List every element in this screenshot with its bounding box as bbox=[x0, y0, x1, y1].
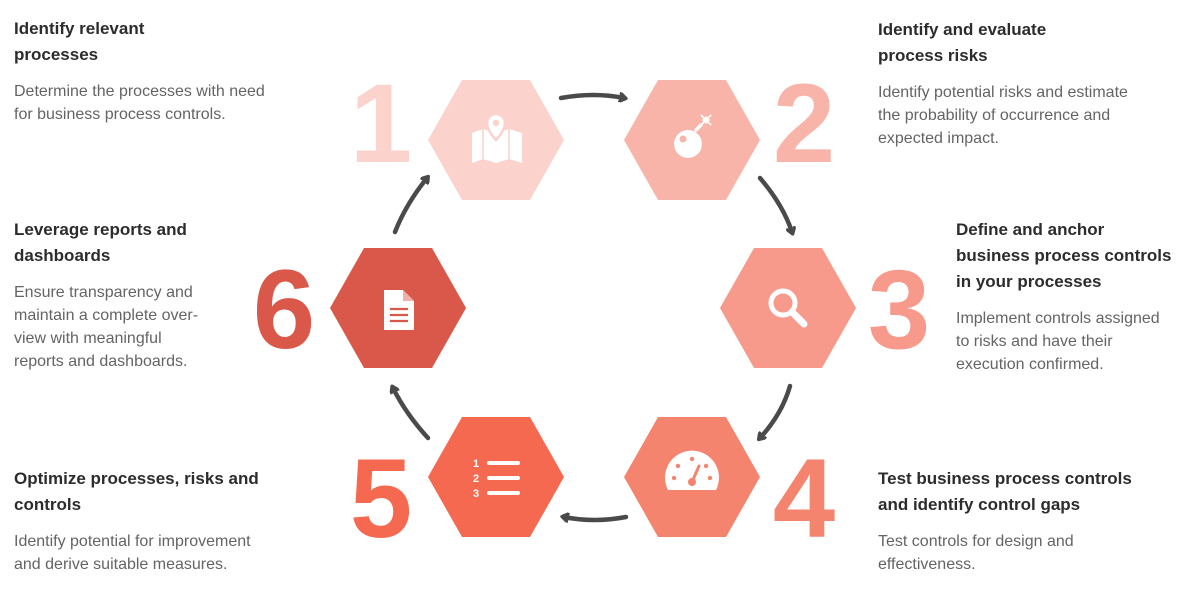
step-4-description: Test controls for design and effectivene… bbox=[878, 533, 1074, 573]
step-1-number: 1 bbox=[350, 61, 412, 186]
step-5-title: Optimize processes, risks and controls bbox=[14, 469, 259, 514]
step-1-text: Identify relevant processes Determine th… bbox=[14, 16, 334, 126]
svg-text:1: 1 bbox=[473, 458, 479, 470]
step-4-title: Test business process controls and ident… bbox=[878, 469, 1132, 514]
svg-text:2: 2 bbox=[473, 473, 479, 485]
step-2-number: 2 bbox=[773, 61, 835, 186]
magnifier-icon bbox=[768, 288, 808, 328]
step-2-title: Identify and evaluate process risks bbox=[878, 20, 1047, 65]
step-4-number: 4 bbox=[773, 436, 835, 561]
gauge-icon bbox=[665, 450, 719, 490]
step-5-description: Identify potential for improvement and d… bbox=[14, 533, 251, 573]
svg-text:3: 3 bbox=[473, 488, 479, 500]
document-icon bbox=[384, 290, 414, 330]
arrow-2-to-3 bbox=[757, 175, 792, 232]
bomb-icon bbox=[674, 114, 712, 158]
step-3-title: Define and anchor business process contr… bbox=[956, 220, 1172, 291]
step-5-number: 5 bbox=[350, 436, 412, 561]
numbered-list-icon: 1 2 3 bbox=[473, 458, 520, 500]
step-3-number: 3 bbox=[868, 247, 930, 372]
step-5-text: Optimize processes, risks and controls I… bbox=[14, 466, 334, 576]
arrow-1-to-2 bbox=[558, 95, 624, 98]
step-2-text: Identify and evaluate process risks Iden… bbox=[878, 17, 1178, 150]
step-6-description: Ensure transparency and maintain a compl… bbox=[14, 284, 199, 370]
step-4-text: Test business process controls and ident… bbox=[878, 466, 1188, 576]
arrow-5-to-6 bbox=[393, 388, 431, 441]
arrow-3-to-4 bbox=[760, 383, 793, 438]
step-2-description: Identify potential risks and estimate th… bbox=[878, 84, 1128, 147]
step-1-title: Identify relevant processes bbox=[14, 19, 145, 64]
arrow-4-to-5 bbox=[564, 517, 629, 520]
step-6-title: Leverage reports and dashboards bbox=[14, 220, 187, 265]
arrow-6-to-1 bbox=[392, 178, 427, 235]
step-6-text: Leverage reports and dashboards Ensure t… bbox=[14, 217, 244, 373]
step-1-description: Determine the processes with need for bu… bbox=[14, 83, 265, 123]
map-pin-icon bbox=[472, 112, 522, 163]
step-3-text: Define and anchor business process contr… bbox=[956, 217, 1196, 376]
step-6-number: 6 bbox=[253, 247, 315, 372]
step-3-hexagon bbox=[720, 248, 856, 368]
step-3-description: Implement controls assigned to risks and… bbox=[956, 310, 1160, 373]
